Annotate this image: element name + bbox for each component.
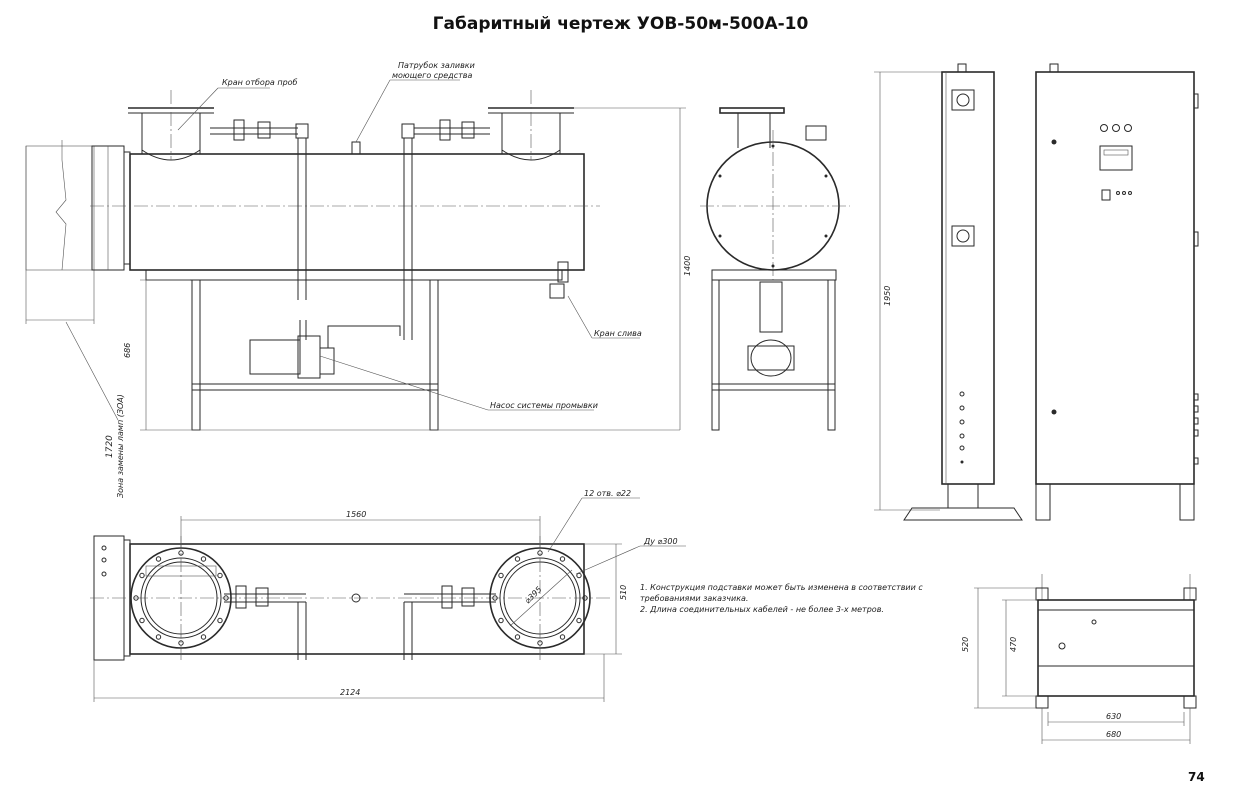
bolt-hole <box>492 595 498 601</box>
left-bolt-holes <box>133 550 229 646</box>
dim-height-total: 1400 <box>683 256 692 276</box>
bolt-hole <box>200 556 207 562</box>
cabinet-front-view <box>1035 63 1199 521</box>
bolt-hole <box>155 556 162 562</box>
dim-base-width-inner: 630 <box>1106 712 1121 721</box>
plan-body <box>129 543 585 655</box>
dim-plan-length: 2124 <box>340 688 360 697</box>
controller-display <box>1099 145 1133 171</box>
bolt-hole <box>576 572 582 579</box>
bolt-hole <box>217 572 223 579</box>
cabinet-side-body <box>941 71 995 485</box>
pump <box>249 339 301 375</box>
break-line <box>55 140 67 271</box>
bolt-hole <box>200 634 207 640</box>
dim-flange-spacing: 1560 <box>346 510 366 519</box>
bolt-hole <box>498 617 504 624</box>
base-view: 520 470 630 680 <box>961 574 1197 744</box>
bolt-hole <box>139 572 145 579</box>
bolt-hole <box>223 595 229 601</box>
drawing-title: Габаритный чертеж УОВ-50м-500А-10 <box>432 14 809 34</box>
dim-plan-width: 510 <box>619 585 628 600</box>
bolt-hole <box>537 640 543 646</box>
dim-base-depth-inner: 470 <box>1009 637 1018 652</box>
dim-base-depth-outer: 520 <box>961 637 970 652</box>
cabinet-front-body <box>1035 71 1195 485</box>
label-filler-2: моющего средства <box>392 71 472 80</box>
bolt-hole <box>133 595 139 601</box>
dim-cabinet-height: 1950 <box>883 286 892 306</box>
dim-lamp-zone-label: Зона замены ламп (ЗОА) <box>116 394 125 498</box>
bolt-hole <box>582 595 588 601</box>
dim-base-width-outer: 680 <box>1106 730 1121 739</box>
label-drain-valve: Кран слива <box>594 329 642 338</box>
label-pump: Насос системы промывки <box>490 401 598 410</box>
right-bolt-holes <box>492 550 588 646</box>
bolt-hole <box>559 556 566 562</box>
dim-dn: Ду ⌀300 <box>643 537 678 546</box>
bolt-hole <box>178 640 184 646</box>
label-filler-1: Патрубок заливки <box>398 61 475 70</box>
base-frame <box>1037 599 1195 697</box>
bolt-hole <box>178 550 184 556</box>
lamp-zone-box <box>25 145 95 271</box>
bolt-hole <box>155 634 162 640</box>
bolt-hole <box>498 572 504 579</box>
bolt-hole <box>139 617 145 624</box>
dim-bolt-circle: ⌀395 <box>523 585 544 606</box>
bolt-hole <box>537 550 543 556</box>
notes: 1. Конструкция подставки может быть изме… <box>640 583 923 614</box>
reactor-body <box>129 153 585 271</box>
cabinet-side-view: 1950 <box>874 63 1023 521</box>
bolt-hole <box>514 634 521 640</box>
plan-view: 1560 12 отв. ⌀22 Ду ⌀300 ⌀395 510 2124 <box>90 489 686 702</box>
dim-lamp-zone-value: 1720 <box>105 435 115 458</box>
bolt-hole <box>514 556 521 562</box>
bolt-hole <box>576 617 582 624</box>
bolt-hole <box>559 634 566 640</box>
stand-top <box>145 269 563 281</box>
page-number: 74 <box>1188 770 1205 784</box>
dim-holes: 12 отв. ⌀22 <box>584 489 631 498</box>
note-line-2: требованиями заказчика. <box>640 594 748 603</box>
label-sample-valve: Кран отбора проб <box>222 78 298 87</box>
front-view: 1720 Зона замены ламп (ЗОА) <box>25 61 692 498</box>
side-view <box>700 107 850 431</box>
note-line-3: 2. Длина соединительных кабелей - не бол… <box>640 605 884 614</box>
note-line-1: 1. Конструкция подставки может быть изме… <box>640 583 923 592</box>
bolt-hole <box>217 617 223 624</box>
dim-stand-height: 686 <box>123 343 132 358</box>
